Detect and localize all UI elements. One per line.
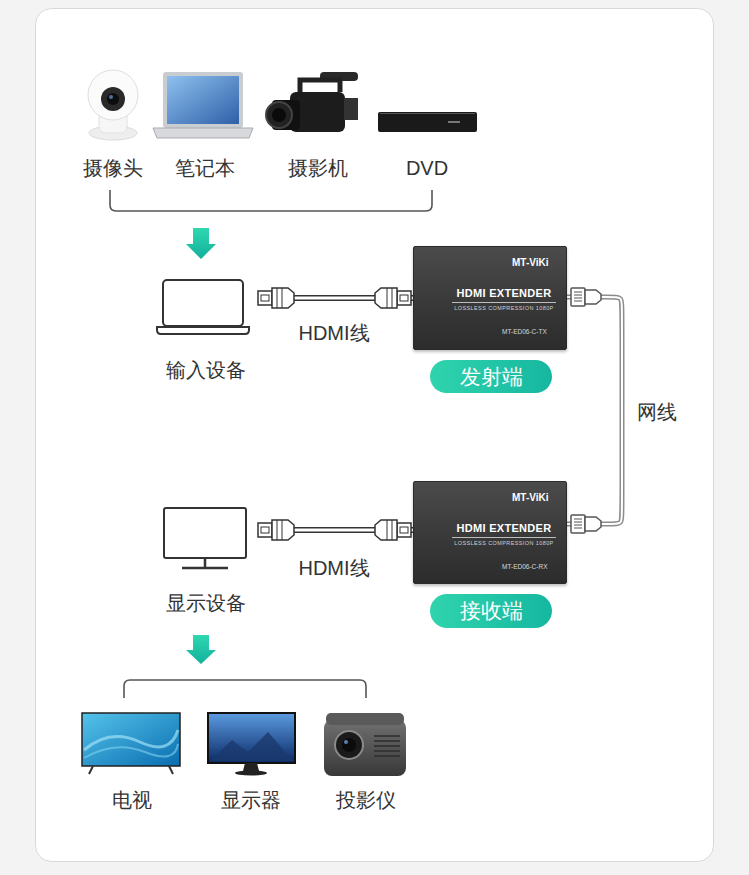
- monitor-foot: [235, 771, 267, 776]
- cable-core: [567, 297, 622, 524]
- transmitter-box: MT-ViKiHDMI EXTENDER LOSSLESS COMPRESSION…: [413, 246, 567, 350]
- camcorder-lens-core: [272, 108, 286, 122]
- tv-feet: [89, 766, 173, 774]
- node-text: MT-ED06-C-TX: [502, 327, 564, 336]
- receiver-box: MT-ViKiHDMI EXTENDER LOSSLESS COMPRESSION…: [413, 481, 567, 584]
- monitor-outline-stand: [182, 558, 228, 568]
- projector-lens-core: [342, 738, 356, 752]
- cable-label: 网线: [637, 400, 677, 424]
- hdmi-plug: [258, 520, 294, 540]
- card: [36, 9, 714, 862]
- device-label: 电视: [112, 788, 152, 812]
- rj45-plug: [571, 515, 601, 533]
- flow-arrow: [186, 635, 216, 664]
- projector-lens-glint: [344, 740, 348, 744]
- node-text: HDMI EXTENDER: [452, 287, 556, 300]
- node-text: MT-ED06-C-RX: [502, 562, 564, 571]
- laptop-screen: [167, 76, 239, 124]
- dvd-icon: [378, 112, 477, 132]
- hdmi-plug: [375, 288, 411, 308]
- camcorder-icon: [266, 72, 358, 132]
- laptop-outline-base: [157, 327, 249, 334]
- hdmi-plug: [375, 520, 411, 540]
- hdmi-plug: [258, 288, 294, 308]
- projector-grille: [374, 736, 400, 756]
- laptop-outline-screen: [163, 280, 243, 326]
- node-text: LOSSLESS COMPRESSION 1080P: [452, 537, 556, 547]
- tv-icon: [82, 713, 180, 774]
- dvd-light: [448, 121, 460, 123]
- monitor-wallpaper: [210, 732, 293, 761]
- node-title: 输入设备: [153, 358, 258, 382]
- flow-arrow: [186, 228, 216, 259]
- laptop-outline: [157, 280, 249, 334]
- rj45-plug: [571, 288, 601, 306]
- node-title: 发射端: [430, 360, 552, 393]
- node-title: MT-ViKi: [512, 256, 562, 270]
- camera-lens-ring: [101, 87, 125, 111]
- monitor-outline: [164, 508, 246, 568]
- device-label: 显示器: [221, 788, 281, 812]
- group-bracket: [110, 190, 432, 211]
- tv-screen: [82, 713, 180, 766]
- camera-lens-glint: [109, 95, 113, 99]
- monitor-outline-screen: [164, 508, 246, 558]
- node-text: HDMI EXTENDER: [452, 522, 556, 535]
- tv-wave: [84, 744, 178, 758]
- node-title: 接收端: [430, 594, 552, 628]
- camera-lens: [107, 93, 119, 105]
- dvd-body: [378, 112, 477, 132]
- device-label: 摄像头: [83, 156, 143, 180]
- receiver-badge: 接收端: [430, 594, 552, 628]
- monitor-screen: [208, 713, 295, 763]
- node-title: 显示设备: [153, 591, 258, 615]
- group-bracket: [124, 680, 366, 698]
- cable-label: HDMI线: [298, 321, 369, 345]
- node-text: LOSSLESS COMPRESSION 1080P: [452, 302, 556, 312]
- device-label: 笔记本: [175, 156, 235, 180]
- projector-top: [326, 713, 404, 725]
- node-title: MT-ViKi: [512, 491, 562, 505]
- device-label: 摄影机: [288, 156, 348, 180]
- projector-lens: [335, 731, 363, 759]
- camcorder-handle: [300, 80, 340, 92]
- laptop-lid: [163, 72, 243, 128]
- camera-icon: [88, 70, 138, 140]
- display-device: 显示设备: [153, 500, 258, 615]
- device-label: DVD: [406, 156, 448, 180]
- monitor-stand: [243, 763, 259, 771]
- camcorder-screen: [344, 98, 358, 120]
- laptop-base: [153, 128, 253, 138]
- network-cable: [567, 297, 622, 524]
- device-label: 投影仪: [336, 788, 396, 812]
- laptop-icon: [153, 72, 253, 138]
- cable-label: HDMI线: [298, 556, 369, 580]
- transmitter-badge: 发射端: [430, 360, 552, 393]
- cable-sheath: [567, 297, 622, 524]
- projector-icon: [324, 713, 406, 776]
- dvd-edge: [380, 113, 475, 114]
- input-device: 输入设备: [153, 274, 258, 384]
- camera-head: [88, 70, 138, 120]
- projector-body: [324, 720, 406, 776]
- camcorder-lens: [266, 102, 292, 128]
- monitor-icon: [208, 713, 295, 776]
- tv-wave: [84, 730, 178, 750]
